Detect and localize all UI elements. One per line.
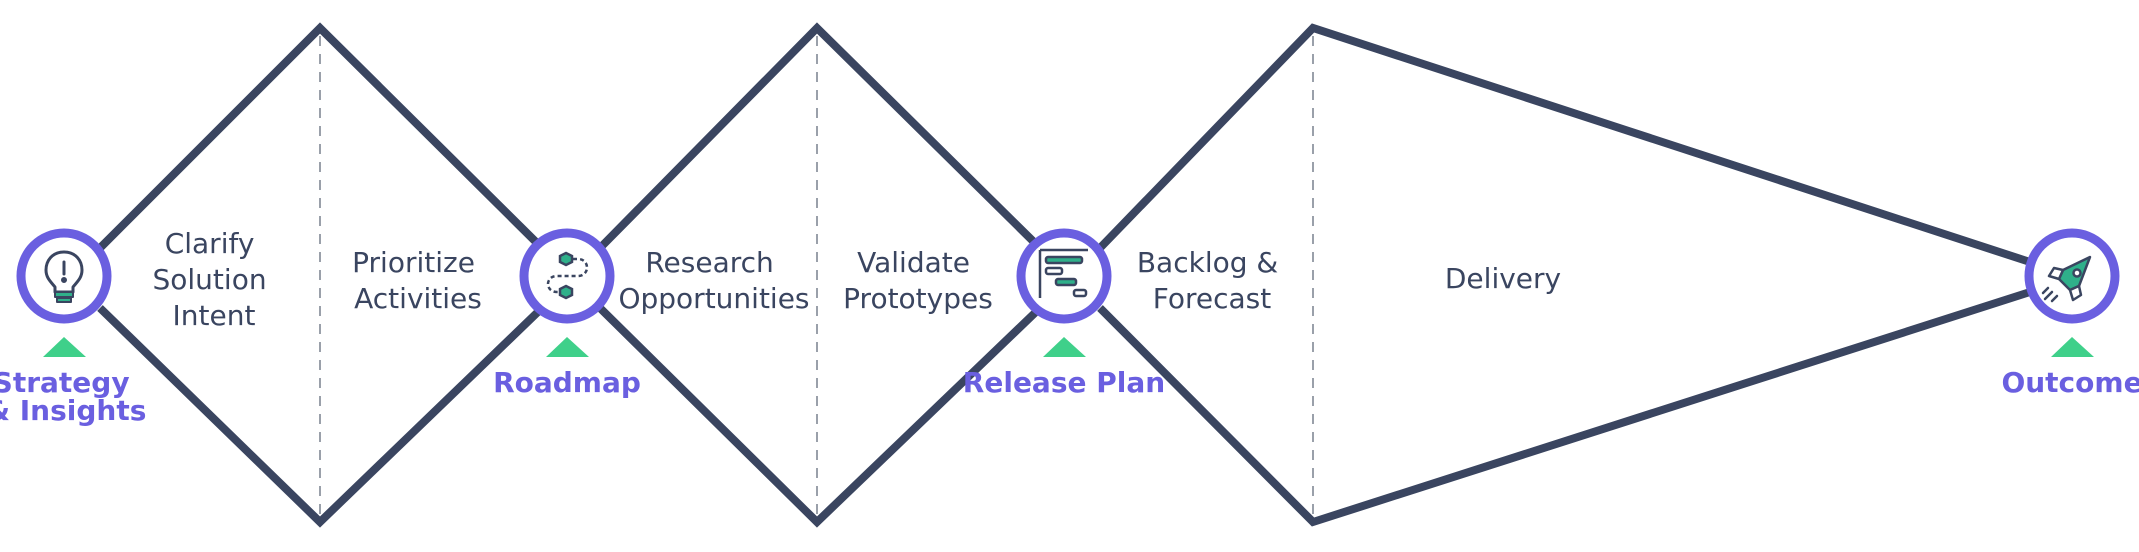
funnel-outline bbox=[1097, 23, 2032, 527]
milestone-marker bbox=[546, 337, 589, 357]
phase-label-validate: Validate Prototypes bbox=[843, 246, 993, 315]
milestone-label: Strategy & Insights bbox=[0, 366, 146, 427]
phase-label-research: Research Opportunities bbox=[618, 246, 809, 315]
phase-line: Validate bbox=[857, 246, 970, 279]
phase-label-clarify: Clarify Solution Intent bbox=[153, 227, 276, 332]
phase-line: Research bbox=[645, 246, 773, 279]
milestone-roadmap: Roadmap bbox=[493, 228, 641, 399]
milestone-line: Release Plan bbox=[963, 366, 1165, 399]
milestone-marker bbox=[1043, 337, 1086, 357]
phase-label-backlog: Backlog & Forecast bbox=[1137, 246, 1287, 315]
lightbulb-icon bbox=[44, 250, 84, 303]
milestone-marker bbox=[43, 337, 86, 357]
diamond-outline-2 bbox=[597, 22, 1043, 528]
diamond-outlines bbox=[97, 22, 2032, 528]
route-icon bbox=[546, 251, 589, 300]
phase-line: Prototypes bbox=[843, 282, 993, 315]
milestone-strategy: Strategy & Insights bbox=[0, 228, 146, 427]
phase-dividers bbox=[319, 36, 1314, 514]
phase-label-prioritize: Prioritize Activities bbox=[352, 246, 484, 315]
milestone-line: Roadmap bbox=[493, 366, 641, 399]
milestone-label: Release Plan bbox=[963, 366, 1165, 399]
phase-label-delivery: Delivery bbox=[1445, 262, 1561, 295]
phase-line: Solution bbox=[153, 263, 267, 296]
phase-line: Activities bbox=[354, 282, 482, 315]
milestone-release-plan: Release Plan bbox=[963, 228, 1165, 399]
diamond-outline-1 bbox=[97, 22, 545, 528]
gantt-icon bbox=[1038, 248, 1088, 298]
rocket-icon bbox=[2041, 255, 2092, 303]
milestone-label: Roadmap bbox=[493, 366, 641, 399]
phase-line: Backlog & bbox=[1137, 246, 1278, 279]
phase-line: Delivery bbox=[1445, 262, 1561, 295]
milestone-ring bbox=[1016, 228, 1112, 324]
milestone-label: Outcome bbox=[2001, 366, 2139, 399]
phase-line: Intent bbox=[173, 299, 256, 332]
milestone-outcome: Outcome bbox=[2001, 228, 2139, 399]
phase-line: Opportunities bbox=[618, 282, 809, 315]
milestone-line: Outcome bbox=[2001, 366, 2139, 399]
milestone-marker bbox=[2051, 337, 2094, 357]
milestone-line: & Insights bbox=[0, 394, 146, 427]
milestone-ring bbox=[16, 228, 112, 324]
phase-line: Prioritize bbox=[352, 246, 475, 279]
phase-line: Clarify bbox=[165, 227, 255, 260]
milestone-line: Strategy bbox=[0, 366, 130, 399]
phase-line: Forecast bbox=[1153, 282, 1272, 315]
